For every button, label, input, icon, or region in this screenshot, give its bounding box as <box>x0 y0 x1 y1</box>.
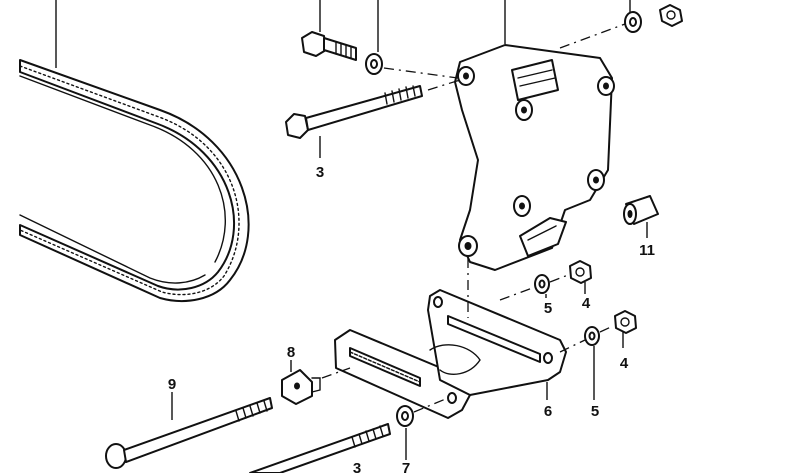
washer-bottom <box>396 405 414 427</box>
long-bolt-lower <box>249 423 391 473</box>
callout-7: 7 <box>402 460 410 473</box>
callout-4-lower: 4 <box>620 355 629 372</box>
hex-nut-right-lower <box>614 310 637 334</box>
hex-nut-right-upper <box>569 260 592 284</box>
washer-right-upper <box>534 274 550 294</box>
washer-right-lower <box>584 326 600 346</box>
callout-9: 9 <box>168 376 176 393</box>
callout-5-upper: 5 <box>544 300 552 317</box>
long-bolt-9 <box>105 397 273 469</box>
square-nut <box>281 369 321 405</box>
callout-11: 11 <box>639 242 655 259</box>
v-belt <box>19 59 250 302</box>
spacer-sleeve <box>623 195 659 225</box>
callout-8: 8 <box>287 344 295 361</box>
callout-3-upper: 3 <box>316 164 324 181</box>
hex-bolt-short <box>301 31 357 61</box>
callout-3-lower: 3 <box>353 460 361 473</box>
assembly-lines <box>321 23 626 413</box>
washer-top-left <box>365 53 383 75</box>
adjusting-plate <box>334 289 567 419</box>
callout-4-upper: 4 <box>582 295 591 312</box>
leader-lines <box>55 0 648 460</box>
callout-5-lower: 5 <box>591 403 599 420</box>
alternator-bracket <box>454 44 615 271</box>
callout-6: 6 <box>544 403 552 420</box>
hex-nut-top-right <box>659 4 683 27</box>
callout-labels: 3 3 4 4 5 5 6 7 8 9 11 <box>168 164 655 473</box>
washer-top-right <box>624 11 642 33</box>
long-bolt-upper <box>285 85 423 139</box>
